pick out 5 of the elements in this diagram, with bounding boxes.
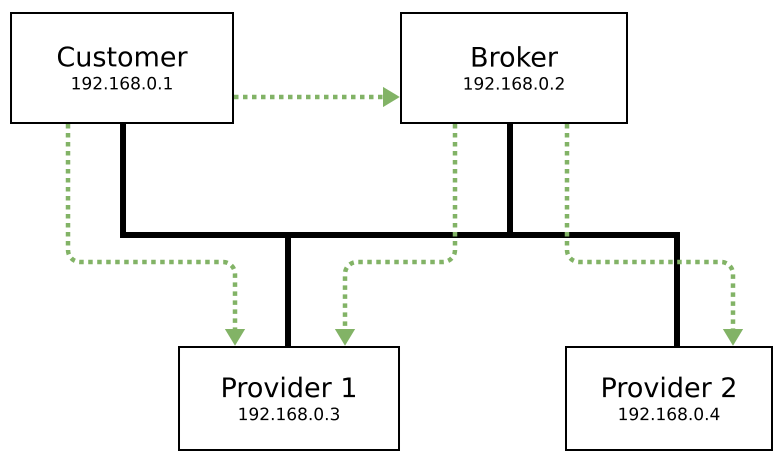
host-box: Provider 1 192.168.0.3 [178, 346, 400, 451]
host-box: Broker 192.168.0.2 [400, 12, 628, 124]
host-box: Provider 2 192.168.0.4 [565, 346, 773, 451]
network-line [120, 124, 680, 346]
host-box: Customer 192.168.0.1 [10, 12, 234, 124]
